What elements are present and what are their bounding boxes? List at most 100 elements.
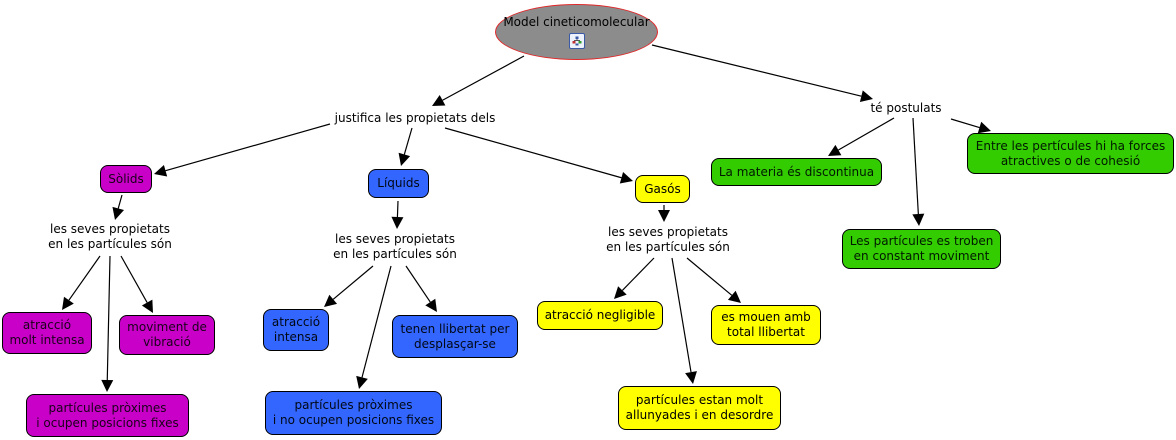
edge-liquids-props-freedom-arrowhead-icon — [425, 298, 437, 312]
edge-gasos-props-freedom — [686, 257, 741, 303]
concept-gasos-attraction[interactable]: atracció negligible — [537, 301, 663, 330]
edge-solids-props-particles-arrowhead-icon — [101, 379, 114, 392]
edge-liquids-props-arrowhead-icon — [391, 216, 404, 229]
concept-liquids-freedom[interactable]: tenen llibertat per desplasçar-se — [392, 315, 518, 358]
edge-justifica-gasos-line — [444, 127, 622, 179]
concept-label: La materia és discontinua — [718, 164, 875, 179]
edge-justifica-solids — [154, 123, 331, 177]
postulat-discontinuous-matter[interactable]: La materia és discontinua — [711, 158, 882, 186]
edge-root-te-postulats-arrowhead-icon — [859, 90, 873, 102]
edge-te-postulat-2-arrowhead-icon — [977, 121, 991, 134]
edge-gasos-props-particles — [671, 257, 697, 384]
edge-justifica-liquids — [398, 127, 413, 166]
edge-justifica-gasos-arrowhead-icon — [619, 171, 633, 184]
edge-gasos-props-attraction-arrowhead-icon — [614, 286, 627, 299]
root-concept-label: Model cineticomolecular — [503, 15, 650, 29]
concept-liquids-particles[interactable]: partícules pròximes i no ocupen posicion… — [265, 391, 442, 435]
concept-label: Les partícules es troben en constant mov… — [849, 234, 994, 263]
edge-solids-props-attraction-line — [68, 255, 101, 301]
concept-solids-movement[interactable]: moviment de vibració — [119, 315, 215, 355]
concept-solids[interactable]: Sòlids — [100, 165, 152, 193]
edge-justifica-liquids-arrowhead-icon — [398, 152, 411, 166]
concept-label: tenen llibertat per desplasçar-se — [400, 321, 510, 351]
edge-root-justifica-line — [442, 55, 525, 101]
edge-liquids-props-line — [396, 200, 399, 218]
concept-label: atracció negligible — [544, 308, 656, 322]
link-liquids-propietats[interactable]: les seves propietats en les partícules s… — [325, 231, 465, 263]
edge-te-postulat-1-arrowhead-icon — [912, 213, 925, 226]
concept-label: atracció intensa — [271, 315, 321, 344]
concept-gasos-label: Gasós — [644, 181, 681, 196]
edge-gasos-props-freedom-line — [686, 257, 733, 296]
link-gasos-propietats[interactable]: les seves propietats en les partícules s… — [598, 224, 738, 256]
edge-gasos-props — [658, 205, 670, 222]
concept-liquids[interactable]: Líquids — [368, 169, 429, 198]
edge-gasos-props-freedom-arrowhead-icon — [727, 290, 741, 303]
edge-root-te-postulats-line — [651, 44, 862, 97]
edge-root-te-postulats — [651, 44, 873, 102]
concept-label: partícules pròximes i ocupen posicions f… — [36, 400, 179, 430]
concept-solids-attraction[interactable]: atracció molt intensa — [2, 312, 92, 354]
edge-solids-props-particles-line — [106, 255, 111, 381]
concept-liquids-label: Líquids — [377, 176, 420, 190]
link-justifica-label: justifica les propietats dels — [334, 110, 496, 125]
link-gasos-propietats-label: les seves propietats en les partícules s… — [606, 225, 730, 254]
concept-liquids-attraction[interactable]: atracció intensa — [263, 309, 329, 351]
concept-label: partícules pròximes i no ocupen posicion… — [272, 398, 435, 427]
concept-label: partícules estan molt allunyades i en de… — [625, 393, 774, 422]
link-solids-propietats[interactable]: les seves propietats en les partícules s… — [40, 221, 180, 253]
edge-solids-props — [112, 194, 125, 220]
link-te-postulats[interactable]: té postulats — [858, 99, 954, 117]
edge-liquids-props-particles-line — [361, 265, 392, 378]
edge-gasos-props-attraction — [614, 257, 655, 299]
concept-label: moviment de vibració — [127, 320, 207, 349]
edge-solids-props-movement — [120, 255, 153, 313]
edge-te-postulat-0-line — [838, 117, 895, 151]
edge-liquids-props-attraction-line — [332, 265, 374, 300]
edge-liquids-props-freedom-line — [405, 265, 431, 303]
edge-te-postulat-2 — [950, 118, 991, 134]
edge-te-postulat-0-arrowhead-icon — [828, 144, 842, 156]
root-concept[interactable]: Model cineticomolecular — [495, 4, 658, 60]
edge-liquids-props-freedom — [405, 265, 437, 312]
edge-gasos-props-arrowhead-icon — [658, 210, 670, 222]
edge-solids-props-line — [117, 194, 123, 209]
edge-liquids-props-particles — [356, 265, 392, 389]
edge-root-justifica — [432, 55, 525, 106]
edge-te-postulat-0 — [828, 117, 895, 156]
concept-label: Entre les pertícules hi ha forces atract… — [975, 138, 1166, 168]
edge-liquids-props-particles-arrowhead-icon — [356, 375, 368, 389]
concept-solids-label: Sòlids — [108, 171, 144, 186]
edge-te-postulat-1-line — [912, 117, 919, 215]
edge-solids-props-movement-line — [120, 255, 148, 303]
edge-liquids-props-attraction-arrowhead-icon — [324, 294, 338, 307]
edge-root-justifica-arrowhead-icon — [432, 94, 446, 106]
link-justifica[interactable]: justifica les propietats dels — [330, 109, 500, 127]
edge-justifica-liquids-line — [403, 127, 413, 155]
edge-solids-props-attraction-arrowhead-icon — [62, 296, 74, 310]
edge-solids-props-movement-arrowhead-icon — [141, 299, 153, 313]
edge-gasos-props-particles-line — [671, 257, 692, 373]
postulat-constant-motion[interactable]: Les partícules es troben en constant mov… — [842, 229, 1001, 269]
edge-gasos-props-attraction-line — [621, 257, 655, 291]
concept-map-icon[interactable] — [568, 33, 585, 49]
edge-solids-props-attraction — [62, 255, 101, 310]
concept-gasos-freedom[interactable]: es mouen amb total llibertat — [711, 305, 821, 345]
concept-solids-particles[interactable]: partícules pròximes i ocupen posicions f… — [26, 394, 189, 437]
edge-solids-props-particles — [101, 255, 114, 392]
edge-justifica-solids-line — [165, 123, 331, 172]
edge-gasos-props-particles-arrowhead-icon — [685, 371, 697, 384]
concept-gasos-particles[interactable]: partícules estan molt allunyades i en de… — [618, 386, 781, 430]
edge-liquids-props-attraction — [324, 265, 374, 307]
link-liquids-propietats-label: les seves propietats en les partícules s… — [333, 232, 457, 261]
link-solids-propietats-label: les seves propietats en les partícules s… — [48, 222, 172, 251]
concept-label: atracció molt intensa — [9, 318, 85, 347]
edge-te-postulat-2-line — [950, 118, 980, 129]
postulat-cohesion-forces[interactable]: Entre les pertícules hi ha forces atract… — [967, 133, 1174, 174]
edge-justifica-gasos — [444, 127, 633, 184]
link-te-postulats-label: té postulats — [870, 100, 942, 115]
edge-liquids-props — [391, 200, 404, 229]
edge-te-postulat-1 — [912, 117, 925, 226]
concept-gasos[interactable]: Gasós — [635, 175, 690, 203]
